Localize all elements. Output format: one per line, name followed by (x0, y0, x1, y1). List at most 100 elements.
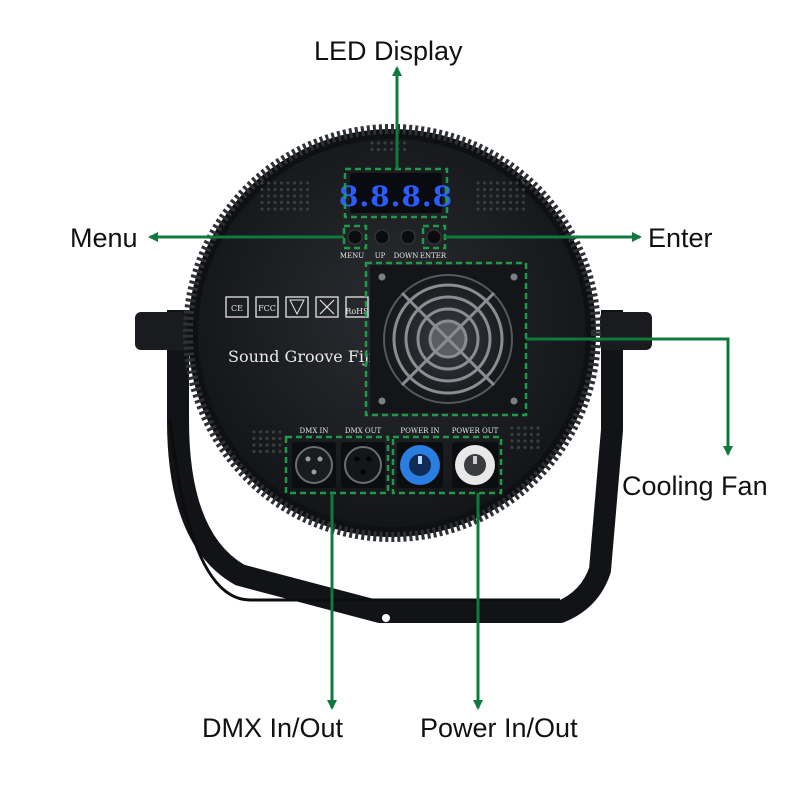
up-button[interactable] (374, 229, 390, 245)
vent-dot (273, 194, 277, 198)
vent-dot (402, 147, 407, 152)
vent-dot (305, 181, 310, 185)
vent-dot (376, 141, 381, 145)
vent-dot (508, 194, 513, 198)
dmx-highlight (284, 435, 390, 495)
vent-dot (389, 147, 394, 152)
enter-button[interactable] (426, 229, 442, 245)
vent-dot (536, 439, 540, 443)
vent-dot (523, 445, 527, 450)
vent-dot (305, 187, 310, 192)
power-in-connector[interactable] (397, 442, 443, 488)
vent-dot (510, 439, 514, 443)
vent-dot (482, 194, 487, 198)
vent-dot (495, 181, 500, 185)
vent-dot (495, 200, 500, 205)
vent-dot (286, 194, 290, 198)
brand-text: Sound Groove Fiji (228, 347, 374, 366)
vent-dot (389, 141, 394, 145)
vent-dot (502, 194, 506, 198)
vent-dot (510, 445, 514, 450)
vent-dot (521, 181, 526, 185)
button-label-up: UP (375, 252, 386, 260)
vent-dot (278, 436, 282, 441)
vent-dot (305, 207, 310, 211)
leader-arrows (148, 66, 733, 710)
cooling-fan-arrow (526, 337, 733, 456)
vent-dot (502, 200, 506, 205)
svg-text:CE: CE (231, 304, 243, 313)
vent-dot (260, 194, 264, 198)
vent-dot (523, 426, 527, 430)
dmx-out-connector[interactable] (341, 442, 385, 488)
led-display-callout: LED Display (314, 36, 463, 66)
vent-dot (489, 200, 493, 205)
ul-mark-icon (285, 296, 309, 318)
vent-dot (273, 207, 277, 211)
vent-dot (273, 200, 277, 205)
vent-dot (266, 187, 271, 192)
vent-dot (258, 449, 263, 454)
vent-dot (523, 439, 527, 443)
vent-dot (273, 187, 277, 192)
vent-dot (476, 200, 480, 205)
vent-dot (292, 207, 297, 211)
vent-dot (305, 200, 310, 205)
dmx-in-out-callout: DMX In/Out (202, 713, 344, 743)
fan-screw (378, 273, 386, 281)
dmx-in-connector[interactable] (292, 442, 336, 488)
vent-dot (286, 207, 290, 211)
vent-dot (529, 439, 534, 443)
menu-button-highlight (342, 224, 368, 250)
vent-dot (521, 207, 526, 211)
vent-dot (508, 181, 513, 185)
menu-button[interactable] (347, 229, 363, 245)
vent-dot (305, 194, 310, 198)
vent-dot (516, 439, 521, 443)
button-label-enter: ENTER (420, 252, 447, 260)
vent-dot (265, 436, 269, 441)
triangle-icon (289, 299, 305, 316)
vent-dot (266, 181, 271, 185)
vent-dot (482, 187, 487, 192)
svg-text:RoHS: RoHS (345, 307, 368, 316)
power-out-connector[interactable] (452, 442, 498, 488)
vent-dot (265, 449, 269, 454)
vent-dot (271, 436, 276, 441)
weee-mark-icon (315, 296, 339, 318)
vent-dot (376, 147, 381, 152)
left-bracket-knob (135, 312, 187, 350)
enter-callout: Enter (648, 223, 713, 253)
vent-dot (299, 187, 303, 192)
vent-dot (489, 207, 493, 211)
vent-dot (536, 445, 540, 450)
vent-dot (266, 207, 271, 211)
ce-mark-icon (225, 296, 249, 318)
vent-dot (536, 432, 540, 437)
vent-dot (370, 141, 374, 145)
vent-dot (279, 194, 284, 198)
certification-marks: CE FCC RoHS (225, 296, 369, 318)
vent-dot (299, 194, 303, 198)
vent-dot (489, 181, 493, 185)
down-button[interactable] (400, 229, 416, 245)
vent-dot (266, 194, 271, 198)
cooling-fan (370, 265, 526, 413)
vent-dot (278, 443, 282, 447)
cooling-fan-callout: Cooling Fan (622, 471, 768, 501)
vent-dot (299, 200, 303, 205)
vent-dot (252, 430, 256, 434)
vent-dot (271, 443, 276, 447)
vent-dot (292, 200, 297, 205)
fcc-mark-icon (255, 296, 279, 318)
vent-dot (286, 181, 290, 185)
vent-dot (516, 426, 521, 430)
vent-dot (515, 181, 519, 185)
vent-dot (252, 449, 256, 454)
vent-dot (476, 181, 480, 185)
vent-dot (502, 181, 506, 185)
vent-dot (402, 141, 407, 145)
vent-dot (299, 181, 303, 185)
